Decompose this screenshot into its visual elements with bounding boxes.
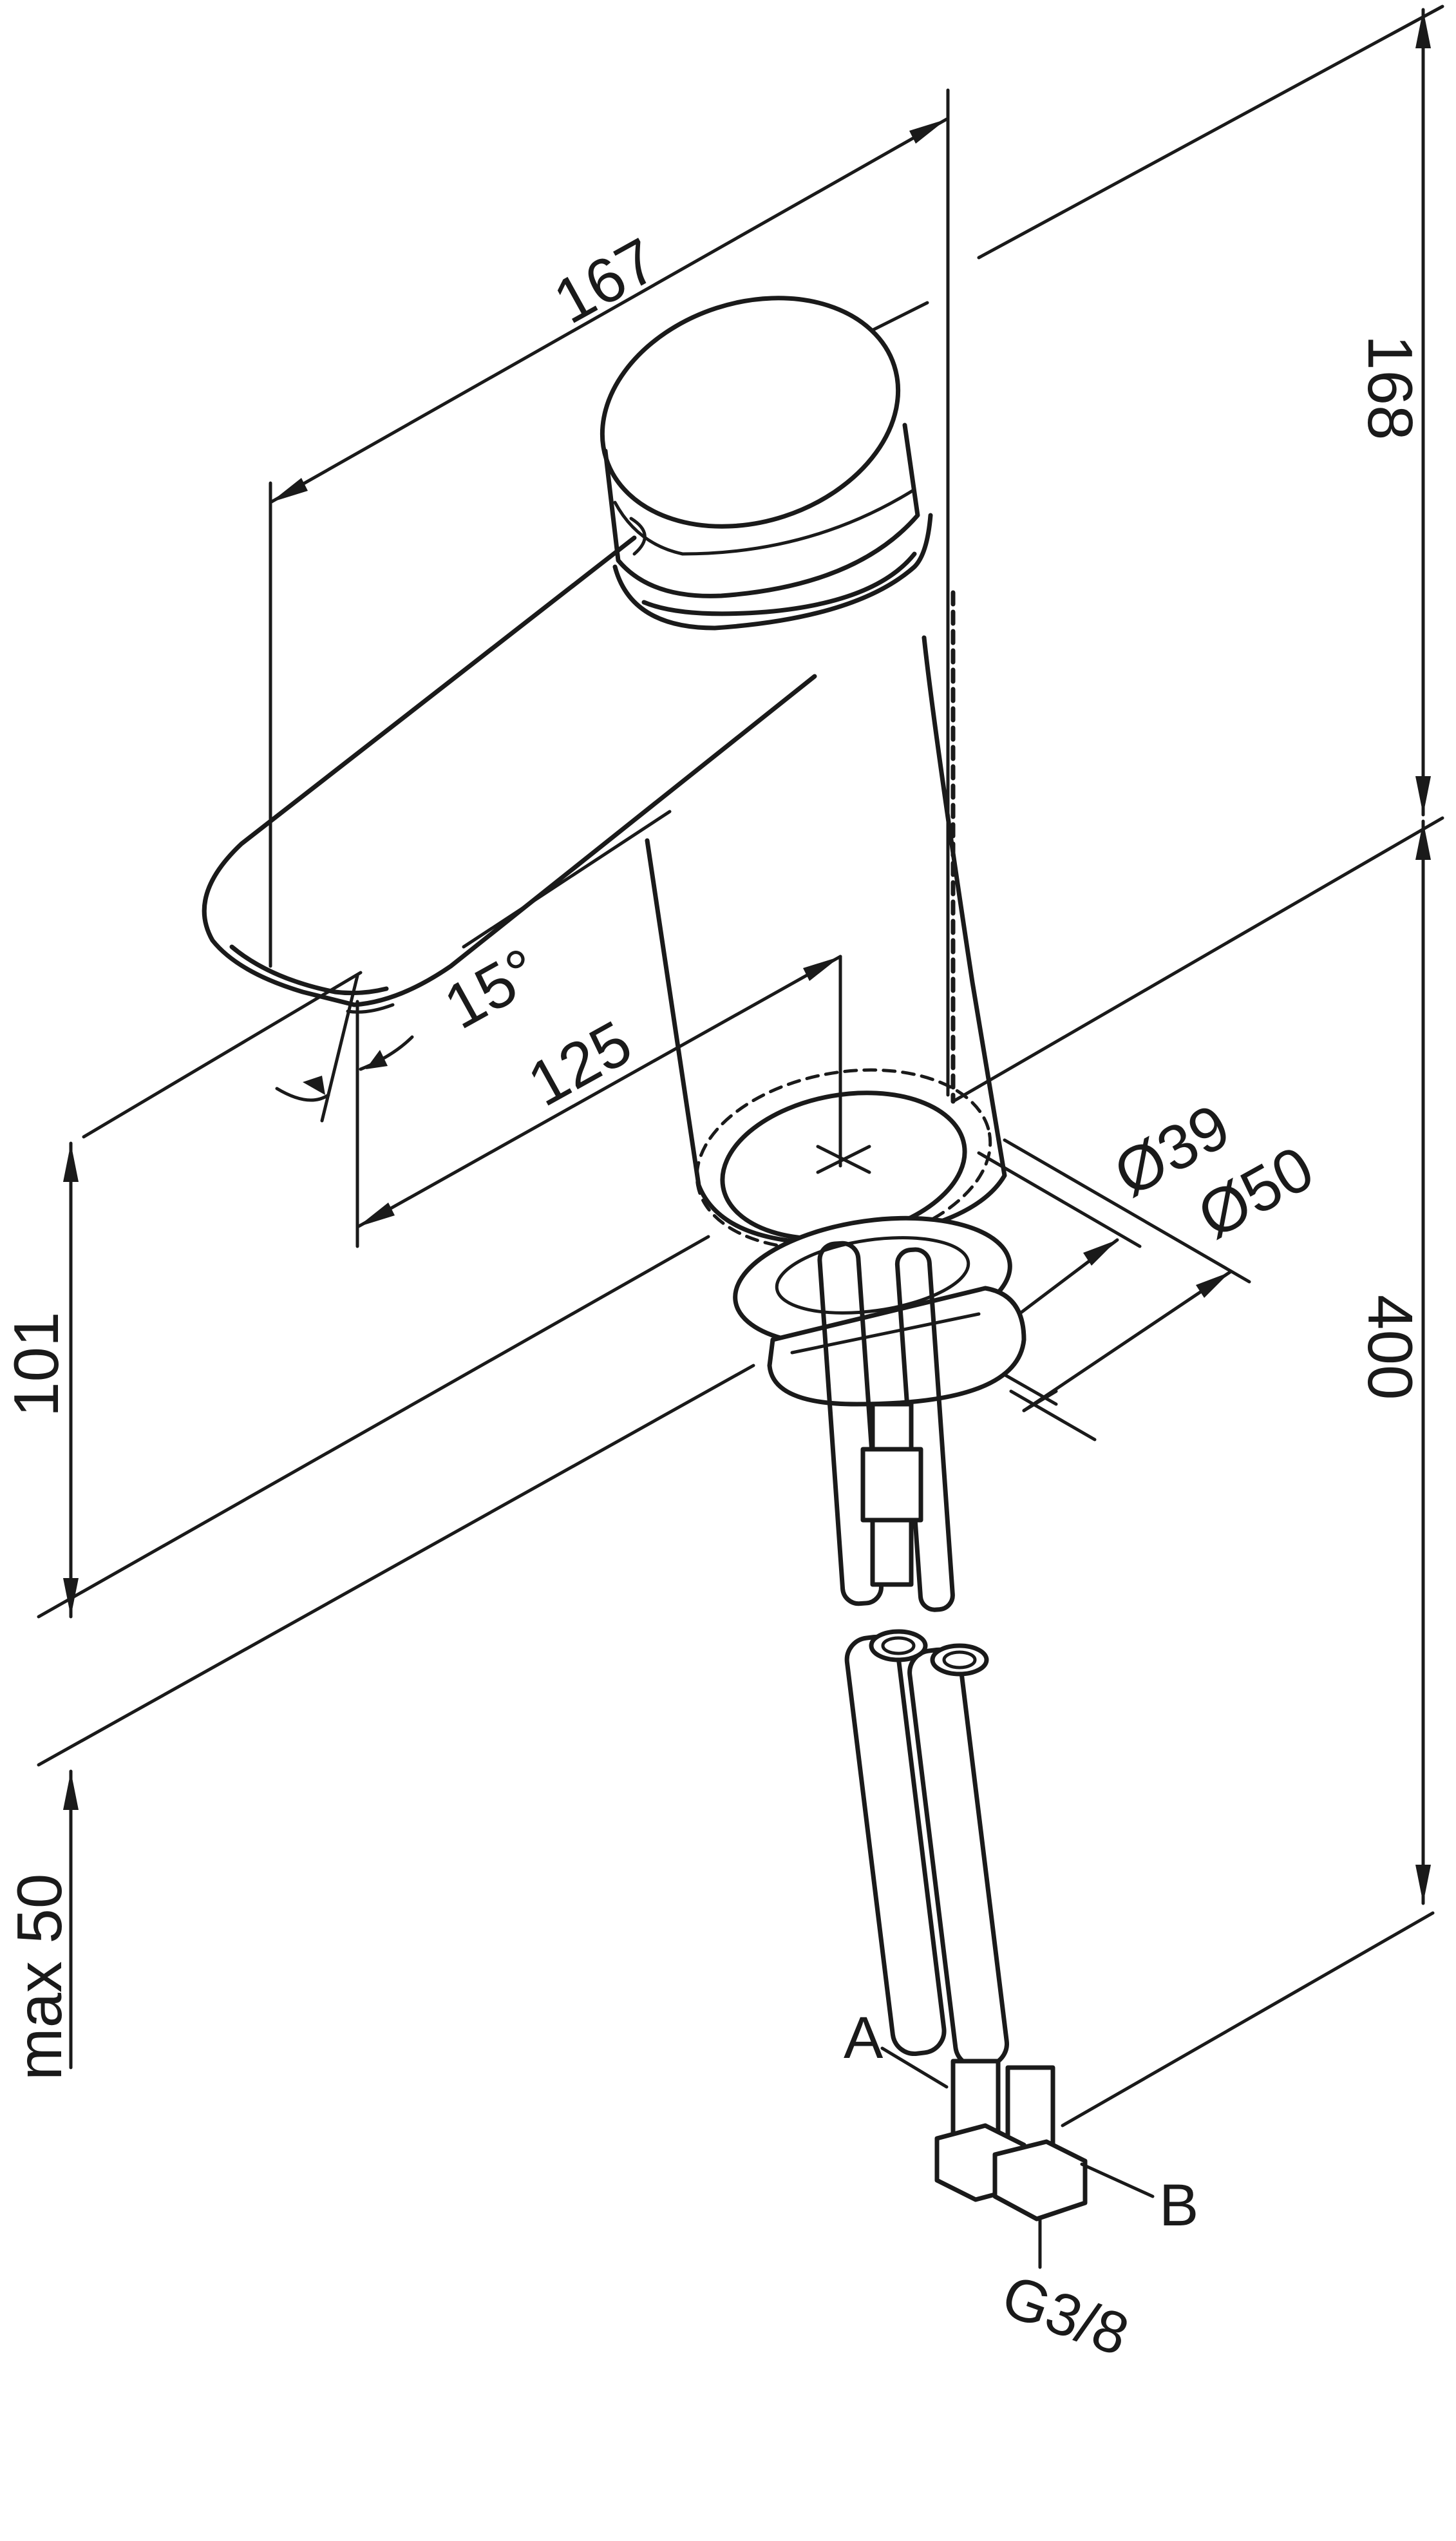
label-thread: G3/8 <box>994 2263 1137 2368</box>
label-hose-a: A <box>844 2005 884 2071</box>
dimension-lines <box>63 8 1431 2070</box>
dim-spout-length: 167 <box>542 224 668 337</box>
dim-hose-length: 400 <box>1355 1295 1426 1400</box>
dim-base-height: 101 <box>1 1311 71 1417</box>
dim-reach: 125 <box>516 1007 643 1119</box>
hoses <box>817 1241 1088 2269</box>
label-leaders <box>880 2046 1155 2198</box>
mounting-base <box>695 1068 1026 1407</box>
label-hose-b: B <box>1159 2173 1198 2238</box>
dim-spout-angle: 15° <box>433 934 551 1042</box>
faucet-body <box>202 296 1007 1246</box>
dim-max-thickness: max 50 <box>4 1874 75 2080</box>
dim-total-height: 168 <box>1355 335 1426 441</box>
